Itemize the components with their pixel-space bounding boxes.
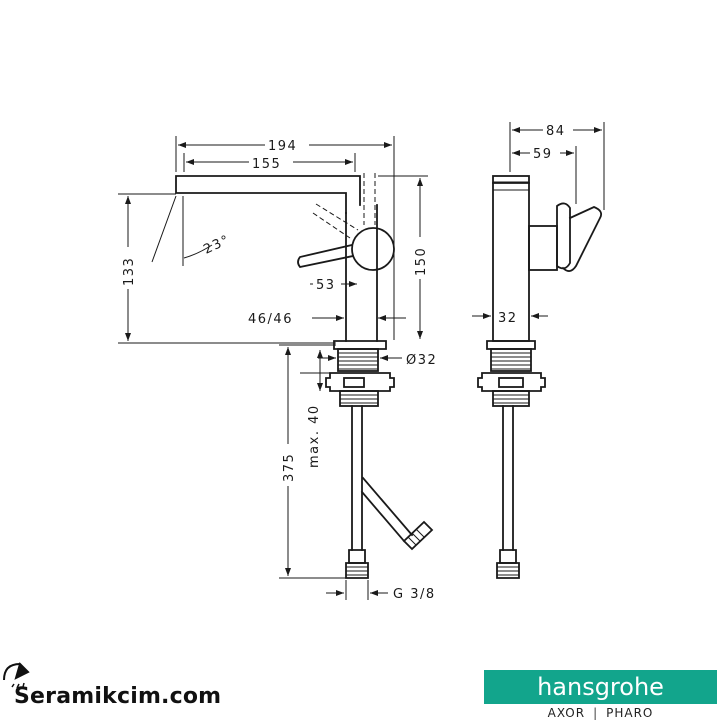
dim-dia-32: Ø32 — [406, 353, 437, 368]
dim-133: 133 — [122, 257, 137, 286]
brand-logo: hansgrohe — [484, 670, 717, 704]
dim-84: 84 — [546, 124, 566, 139]
faucet-front-view — [175, 173, 434, 579]
brand-subline: AXOR | PHARO — [484, 704, 717, 722]
dim-g-3-8: G 3/8 — [393, 587, 436, 602]
dim-150: 150 — [414, 247, 429, 276]
dim-max-40: max. 40 — [307, 404, 322, 468]
shower-head-icon — [3, 662, 30, 689]
dim-32: 32 — [498, 311, 518, 326]
dim-155: 155 — [252, 157, 281, 172]
brand-line: AXOR — [547, 706, 586, 720]
dim-23-degree: 23° — [201, 232, 232, 257]
dim-59: 59 — [533, 147, 553, 162]
brand-separator: | — [593, 706, 599, 720]
faucet-side-view — [477, 175, 603, 579]
dim-53: 53 — [316, 278, 336, 293]
dim-375: 375 — [282, 453, 297, 482]
front-dimensions: 194 155 133 23° 150 53 46/46 Ø32 — [118, 136, 437, 602]
dim-46-46: 46/46 — [248, 312, 293, 327]
dim-194: 194 — [268, 139, 297, 154]
side-dimensions: 84 59 32 — [472, 121, 605, 326]
brand-name: hansgrohe — [537, 673, 664, 701]
brand-collection: PHARO — [606, 706, 654, 720]
watermark-text: Seramikcim.com — [14, 684, 222, 709]
